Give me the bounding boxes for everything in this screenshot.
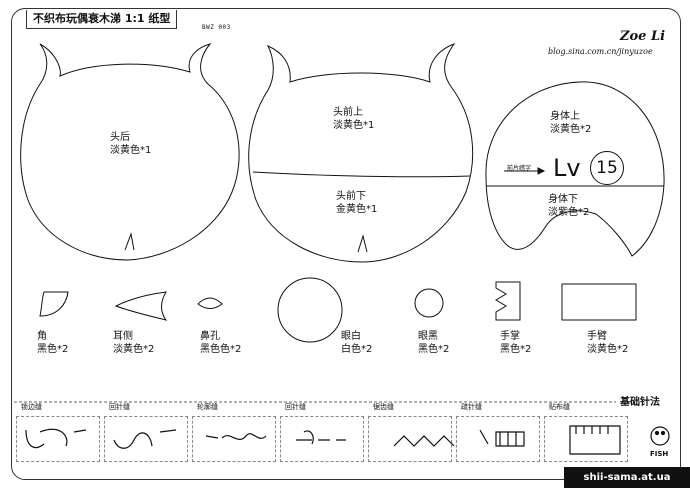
- palm-shape: [495, 281, 521, 321]
- label-nostril: 鼻孔黑色色*2: [200, 331, 242, 355]
- body-shape: [485, 81, 665, 257]
- stitches-title: 基础针法: [620, 397, 660, 408]
- eye-black-shape: [414, 288, 444, 318]
- label-head-front-bottom: 头前下金黄色*1: [336, 191, 378, 215]
- stitch-item: 锯齿缝: [365, 403, 453, 463]
- label-eye-black: 眼黑黑色*2: [418, 331, 450, 355]
- page-title: 不织布玩偶衰木涕 1:1 纸型: [26, 10, 178, 29]
- footer-watermark: shii-sama.at.ua: [564, 467, 690, 488]
- arm-shape: [561, 283, 637, 321]
- badge-note: 前片绣字: [507, 165, 532, 172]
- label-ear-side: 耳侧淡黄色*2: [113, 331, 155, 355]
- label-eye-white: 眼白白色*2: [341, 331, 373, 355]
- pattern-code: BWZ 003: [202, 24, 231, 31]
- stitch-item: 贴布缝: [541, 403, 629, 463]
- label-body-bottom: 身体下淡紫色*2: [548, 194, 590, 218]
- eye-white-shape: [277, 277, 343, 343]
- stitch-item: 疏针缝: [453, 403, 541, 463]
- head-back-shape: [20, 43, 240, 261]
- label-arm: 手臂淡黄色*2: [587, 331, 629, 355]
- stitch-item: 锁边缝: [13, 403, 101, 463]
- fish-label: FISH: [650, 450, 669, 458]
- stitch-item: 回针缝: [101, 403, 189, 463]
- head-front-shape: [248, 42, 474, 263]
- horn-shape: [39, 291, 69, 317]
- page-frame: [11, 8, 681, 480]
- stitch-guide: 锁边缝 回针缝 轮廓缝 回针缝 锯齿缝 疏针缝 贴布缝: [13, 403, 663, 465]
- brand-blog: blog.sina.com.cn/jinyuzoe: [548, 47, 653, 56]
- stitch-item: 轮廓缝: [189, 403, 277, 463]
- label-horn: 角黑色*2: [37, 331, 69, 355]
- label-body-top: 身体上淡黄色*2: [550, 111, 592, 135]
- stitch-item: 回针缝: [277, 403, 365, 463]
- brand-name: Zoe Li: [620, 29, 666, 44]
- label-palm: 手掌黑色*2: [500, 331, 532, 355]
- badge-number: 15: [590, 151, 624, 185]
- label-head-front-top: 头前上淡黄色*1: [333, 107, 375, 131]
- label-head-back: 头后淡黄色*1: [110, 132, 152, 156]
- badge-prefix: Lv: [553, 154, 581, 182]
- nostril-shape: [197, 297, 223, 309]
- ear-side-shape: [114, 291, 168, 321]
